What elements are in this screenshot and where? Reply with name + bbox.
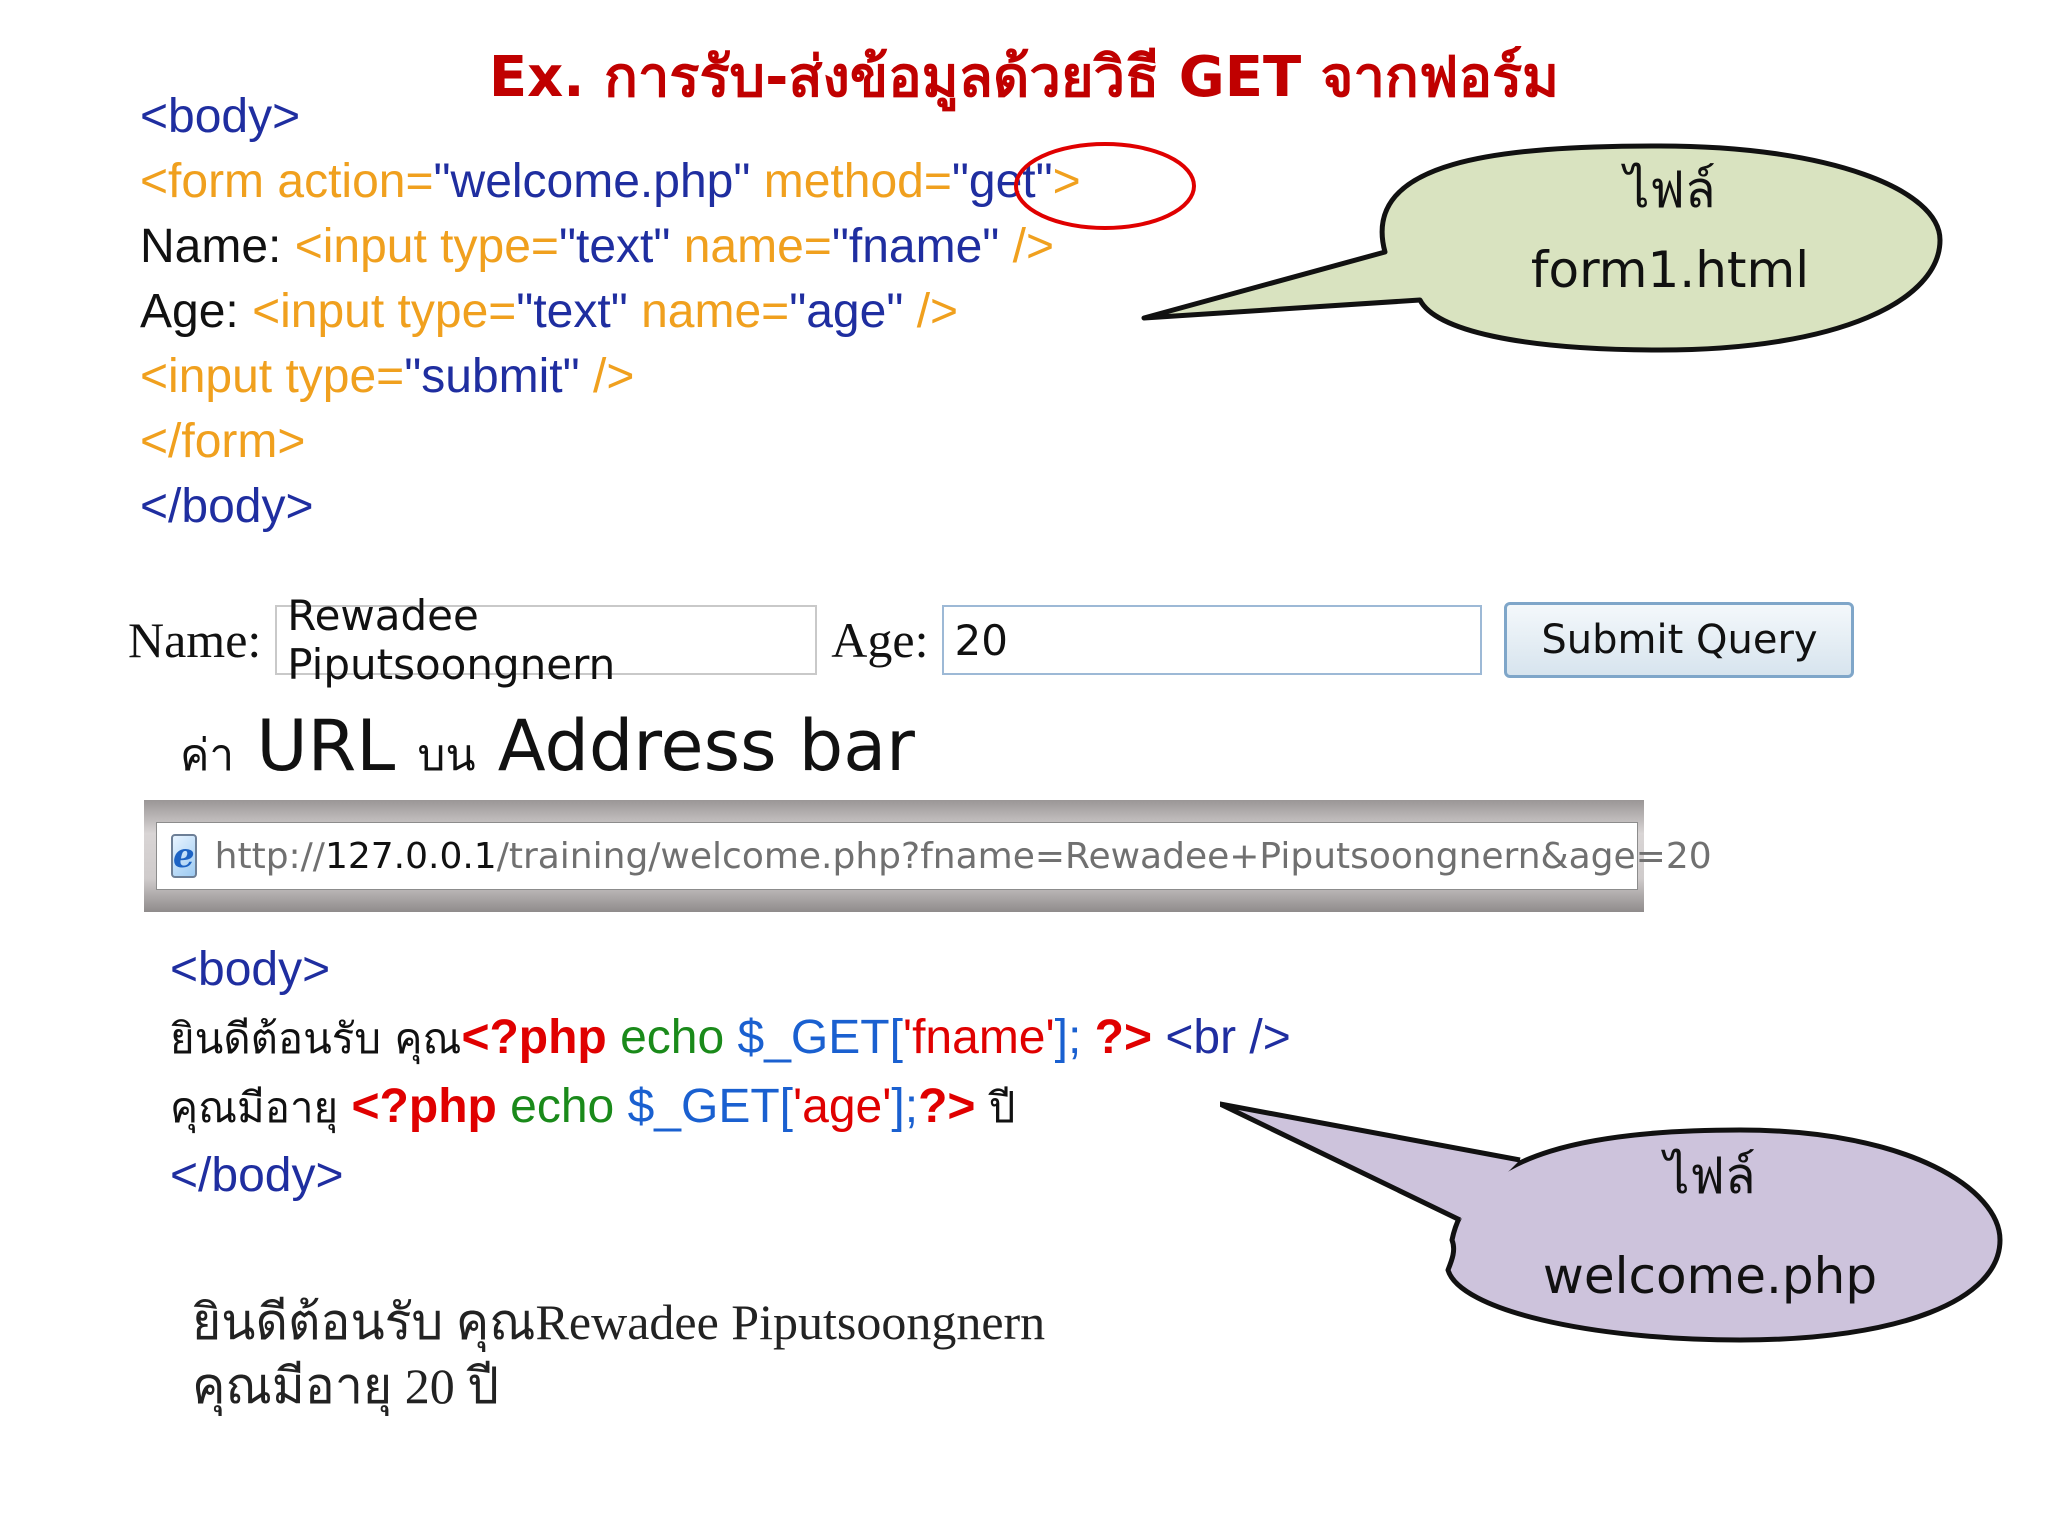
result-output: ยินดีต้อนรับ คุณRewadee Piputsoongnern ค…: [192, 1290, 1045, 1418]
submit-query-button[interactable]: Submit Query: [1504, 602, 1855, 678]
php-line-body-close: </body>: [170, 1149, 344, 1202]
php-line-welcome: ยินดีต้อนรับ คุณ<?php echo $_GET['fname'…: [170, 1011, 1291, 1064]
method-get-value: "get": [951, 155, 1053, 208]
code-line-body-open: <body>: [140, 90, 301, 143]
callout-php-file-word: ไฟล์: [1664, 1147, 1756, 1205]
callout-form-file-name: form1.html: [1530, 241, 1810, 299]
url-text: http://127.0.0.1/training/welcome.php?fn…: [214, 835, 1712, 877]
ie-browser-icon: e: [171, 834, 197, 878]
php-line-body-open: <body>: [170, 943, 331, 996]
callout-bubble-php: [1220, 1101, 2003, 1343]
code-line-form-close: </form>: [140, 415, 306, 468]
age-input[interactable]: 20: [942, 605, 1483, 675]
age-label: Age:: [831, 612, 929, 668]
name-input[interactable]: Rewadee Piputsoongnern: [275, 591, 818, 689]
callout-bubble-form: [1141, 143, 1943, 353]
code-line-age-input: Age: <input type="text" name="age" />: [140, 285, 959, 338]
url-heading: ค่า URL บน Address bar: [180, 705, 915, 787]
address-field[interactable]: e http://127.0.0.1/training/welcome.php?…: [156, 822, 1712, 890]
code-line-name-input: Name: <input type="text" name="fname" />: [140, 220, 1055, 273]
code-line-form-open: <form action="welcome.php" method="get">: [140, 155, 1081, 208]
highlight-circle: [1014, 142, 1196, 230]
rendered-form: Name: Rewadee Piputsoongnern Age: 20 Sub…: [128, 591, 1855, 689]
callout-php-label: ไฟล์ welcome.php: [1490, 1126, 1930, 1326]
browser-address-bar: e http://127.0.0.1/training/welcome.php?…: [144, 800, 1712, 912]
result-line-age: คุณมีอายุ 20 ปี: [192, 1358, 499, 1414]
php-line-age: คุณมีอายุ <?php echo $_GET['age'];?> ปี: [170, 1080, 1016, 1133]
callout-form-file-word: ไฟล์: [1624, 161, 1716, 219]
form-source-code: <body> <form action="welcome.php" method…: [140, 84, 1081, 539]
callout-php-file-name: welcome.php: [1542, 1247, 1878, 1305]
slide-title: Ex. การรับ-ส่งข้อมูลด้วยวิธี GET จากฟอร์…: [488, 45, 1560, 110]
welcome-source-code: <body> ยินดีต้อนรับ คุณ<?php echo $_GET[…: [170, 936, 1291, 1210]
code-line-body-close: </body>: [140, 480, 314, 533]
result-line-welcome: ยินดีต้อนรับ คุณRewadee Piputsoongnern: [192, 1294, 1046, 1350]
callout-form-label: ไฟล์ form1.html: [1440, 150, 1900, 310]
name-label: Name:: [128, 612, 262, 668]
code-line-submit-input: <input type="submit" />: [140, 350, 635, 403]
